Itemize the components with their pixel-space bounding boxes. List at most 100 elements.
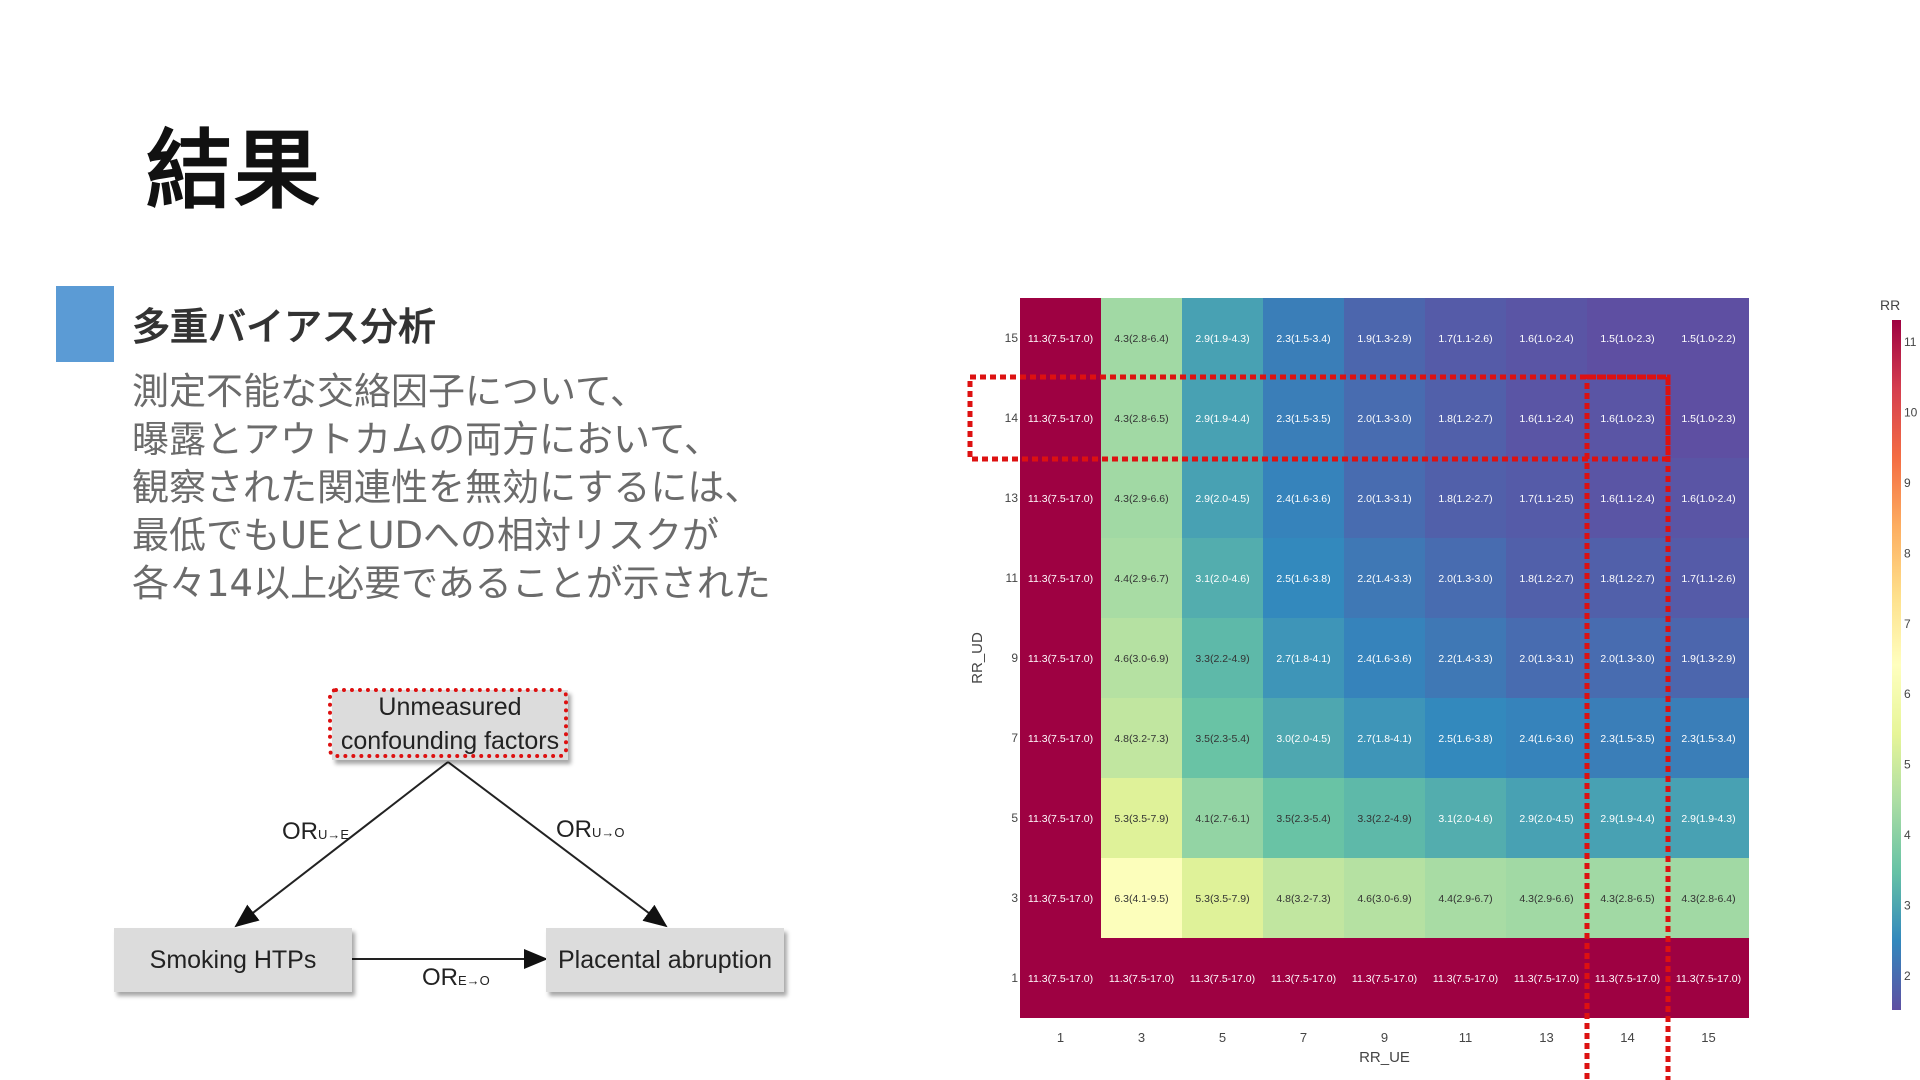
heatmap-cell-label: 2.9(1.9-4.4) bbox=[1195, 413, 1249, 425]
heatmap-cell-label: 11.3(7.5-17.0) bbox=[1028, 653, 1093, 665]
heatmap-cell-label: 1.6(1.0-2.3) bbox=[1600, 413, 1654, 425]
colorbar-tick-label: 2 bbox=[1904, 969, 1911, 983]
heatmap-cell-label: 2.5(1.6-3.8) bbox=[1276, 573, 1330, 585]
heatmap-cell-label: 2.9(1.9-4.4) bbox=[1600, 813, 1654, 825]
colorbar-tick-label: 11 bbox=[1904, 335, 1917, 349]
colorbar-tick-label: 8 bbox=[1904, 546, 1911, 560]
colorbar-tick-label: 5 bbox=[1904, 758, 1911, 772]
y-tick-label: 15 bbox=[1005, 331, 1019, 345]
heatmap-cell bbox=[1182, 858, 1263, 938]
heatmap-cell bbox=[1587, 618, 1668, 698]
arrow-u-to-o bbox=[447, 761, 668, 928]
heatmap-cell-label: 4.3(2.8-6.5) bbox=[1600, 893, 1654, 905]
heatmap-cell bbox=[1263, 938, 1344, 1018]
confounder-highlight bbox=[328, 688, 568, 758]
body-line: 測定不能な交絡因子について、 bbox=[132, 370, 648, 413]
heatmap-cell bbox=[1101, 538, 1182, 618]
heatmap-cell-label: 11.3(7.5-17.0) bbox=[1352, 973, 1417, 985]
heatmap-cell-label: 3.5(2.3-5.4) bbox=[1276, 813, 1330, 825]
y-tick-label: 13 bbox=[1005, 491, 1019, 505]
heatmap-cell-label: 1.6(1.0-2.4) bbox=[1519, 333, 1573, 345]
heatmap-cell bbox=[1020, 378, 1101, 458]
heatmap-cell-label: 11.3(7.5-17.0) bbox=[1676, 973, 1741, 985]
heatmap-cell bbox=[1506, 538, 1587, 618]
colorbar-tick-label: 10 bbox=[1904, 406, 1918, 420]
exposure-box: Smoking HTPs bbox=[114, 928, 352, 992]
or-eo-label: ORE→O bbox=[422, 964, 490, 991]
heatmap-cell-label: 1.6(1.0-2.4) bbox=[1681, 493, 1735, 505]
heatmap-cell bbox=[1344, 458, 1425, 538]
colorbar-title: RR bbox=[1880, 298, 1900, 313]
heatmap-cell bbox=[1020, 938, 1101, 1018]
heatmap-cell bbox=[1506, 778, 1587, 858]
diagram-arrows bbox=[234, 761, 668, 969]
heatmap-cell bbox=[1506, 458, 1587, 538]
heatmap-cell bbox=[1182, 778, 1263, 858]
heatmap-cell-label: 2.3(1.5-3.5) bbox=[1276, 413, 1330, 425]
x-tick-label: 1 bbox=[1057, 1030, 1064, 1045]
heatmap-cell bbox=[1344, 938, 1425, 1018]
heatmap-cell-label: 11.3(7.5-17.0) bbox=[1028, 573, 1093, 585]
heatmap-cell-label: 3.1(2.0-4.6) bbox=[1438, 813, 1492, 825]
heatmap-cell-label: 11.3(7.5-17.0) bbox=[1433, 973, 1498, 985]
heatmap-cell-label: 11.3(7.5-17.0) bbox=[1028, 333, 1093, 345]
heatmap-cell-label: 4.3(2.9-6.6) bbox=[1114, 493, 1168, 505]
heatmap-cell-label: 11.3(7.5-17.0) bbox=[1190, 973, 1255, 985]
heatmap-cell-label: 2.7(1.8-4.1) bbox=[1276, 653, 1330, 665]
y-tick-label: 14 bbox=[1005, 411, 1019, 425]
heatmap-cell bbox=[1668, 698, 1749, 778]
heatmap-cell-label: 3.5(2.3-5.4) bbox=[1195, 733, 1249, 745]
body-text: 測定不能な交絡因子について、 曝露とアウトカムの両方において、 観察された関連性… bbox=[132, 368, 771, 608]
heatmap-cell bbox=[1101, 858, 1182, 938]
heatmap-cell-label: 1.5(1.0-2.3) bbox=[1600, 333, 1654, 345]
slide-title: 結果 bbox=[146, 121, 322, 221]
x-tick-label: 5 bbox=[1219, 1030, 1226, 1045]
heatmap-cell-label: 2.4(1.6-3.6) bbox=[1519, 733, 1573, 745]
heatmap-cell-label: 3.0(2.0-4.5) bbox=[1276, 733, 1330, 745]
heatmap-cell bbox=[1587, 778, 1668, 858]
heatmap-cell bbox=[1263, 538, 1344, 618]
heatmap-cell-label: 1.9(1.3-2.9) bbox=[1357, 333, 1411, 345]
heatmap-cell-label: 2.0(1.3-3.0) bbox=[1438, 573, 1492, 585]
heatmap-cell bbox=[1587, 378, 1668, 458]
heatmap-cell-label: 3.3(2.2-4.9) bbox=[1357, 813, 1411, 825]
heatmap-cell-label: 2.0(1.3-3.0) bbox=[1600, 653, 1654, 665]
heatmap-cell bbox=[1425, 698, 1506, 778]
heatmap-cell bbox=[1182, 618, 1263, 698]
confounder-box: Unmeasured confounding factors bbox=[332, 690, 568, 760]
body-line: 各々14以上必要であることが示された bbox=[132, 562, 771, 605]
y-tick-label: 3 bbox=[1011, 891, 1018, 905]
y-tick-label: 5 bbox=[1011, 811, 1018, 825]
heatmap-cell bbox=[1182, 298, 1263, 378]
heatmap-cell bbox=[1020, 858, 1101, 938]
heatmap-cell bbox=[1668, 618, 1749, 698]
heatmap-cell-label: 1.6(1.1-2.4) bbox=[1600, 493, 1654, 505]
body-line: 最低でもUEとUDへの相対リスクが bbox=[132, 514, 720, 557]
heatmap-cell-label: 11.3(7.5-17.0) bbox=[1028, 813, 1093, 825]
outcome-box: Placental abruption bbox=[546, 928, 784, 992]
heatmap-cell-label: 4.8(3.2-7.3) bbox=[1276, 893, 1330, 905]
y-axis-title: RR_UD bbox=[969, 632, 986, 684]
heatmap-cell-label: 4.6(3.0-6.9) bbox=[1114, 653, 1168, 665]
heatmap-cell-label: 2.4(1.6-3.6) bbox=[1276, 493, 1330, 505]
outcome-label: Placental abruption bbox=[557, 946, 773, 974]
heatmap-cell bbox=[1263, 618, 1344, 698]
heatmap-cell-label: 1.6(1.1-2.4) bbox=[1519, 413, 1573, 425]
y-tick-label: 9 bbox=[1011, 651, 1018, 665]
heatmap-cell bbox=[1425, 618, 1506, 698]
heatmap-cell bbox=[1668, 458, 1749, 538]
heatmap-cell bbox=[1668, 538, 1749, 618]
heatmap-cell-label: 2.3(1.5-3.4) bbox=[1681, 733, 1735, 745]
heatmap-cell-label: 1.5(1.0-2.3) bbox=[1681, 413, 1735, 425]
heatmap-cell-label: 11.3(7.5-17.0) bbox=[1028, 733, 1093, 745]
x-tick-label: 9 bbox=[1381, 1030, 1388, 1045]
heatmap-cell bbox=[1425, 458, 1506, 538]
heatmap-cell-label: 2.2(1.4-3.3) bbox=[1438, 653, 1492, 665]
heatmap-cell-label: 11.3(7.5-17.0) bbox=[1028, 493, 1093, 505]
heatmap-cell-label: 2.2(1.4-3.3) bbox=[1357, 573, 1411, 585]
heatmap-cell-label: 1.9(1.3-2.9) bbox=[1681, 653, 1735, 665]
heatmap-cell bbox=[1344, 298, 1425, 378]
heatmap-cell-label: 1.7(1.1-2.6) bbox=[1681, 573, 1735, 585]
heatmap-cell-label: 1.8(1.2-2.7) bbox=[1438, 413, 1492, 425]
column-highlight-box bbox=[1584, 374, 1671, 1080]
